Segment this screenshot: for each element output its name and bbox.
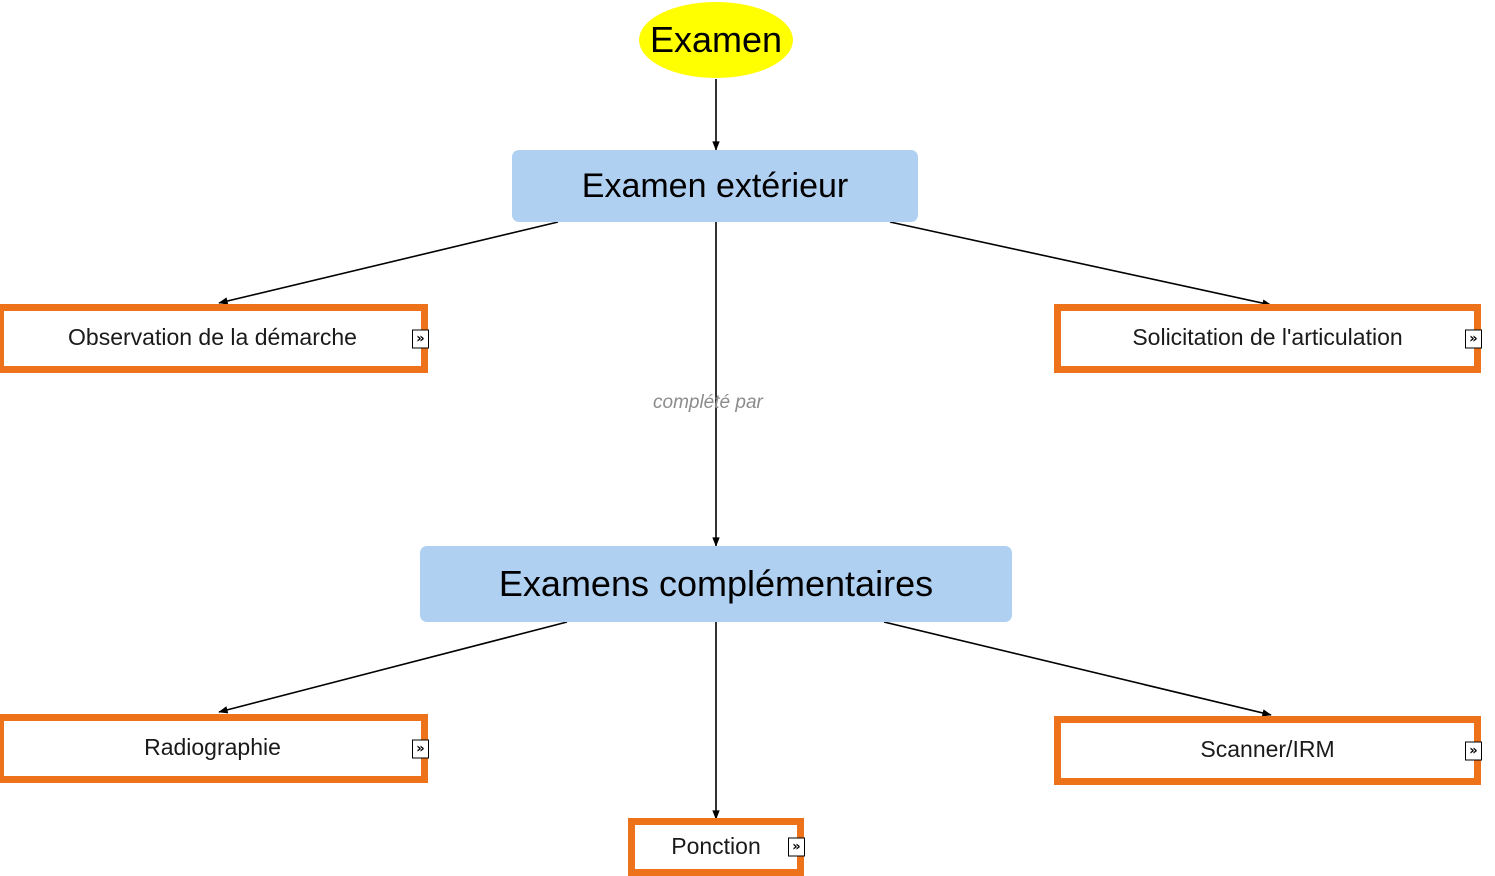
expand-badge-icon[interactable]: » <box>1465 329 1482 348</box>
node-scanner-irm-label: Scanner/IRM <box>1200 736 1335 762</box>
node-radiographie[interactable]: Radiographie » <box>0 714 429 783</box>
expand-badge-icon[interactable]: » <box>1465 741 1482 760</box>
node-solicitation-articulation-label: Solicitation de l'articulation <box>1132 324 1403 350</box>
node-examen-exterieur[interactable]: Examen extérieur <box>512 150 918 222</box>
edge-complementaires-to-scanner <box>883 621 1272 717</box>
node-examens-complementaires[interactable]: Examens complémentaires <box>420 546 1012 622</box>
node-solicitation-articulation[interactable]: Solicitation de l'articulation » <box>1054 304 1482 373</box>
node-scanner-irm[interactable]: Scanner/IRM » <box>1054 716 1482 785</box>
node-examen-exterieur-label: Examen extérieur <box>581 166 849 205</box>
node-ponction[interactable]: Ponction » <box>628 818 805 876</box>
expand-badge-icon[interactable]: » <box>412 329 429 348</box>
edge-label-complete-par: complété par <box>653 392 763 414</box>
edge-label-complete-par-text: complété par <box>653 392 763 413</box>
node-radiographie-label: Radiographie <box>144 734 281 760</box>
node-examen-label: Examen <box>649 19 783 60</box>
edge-complementaires-to-radiographie <box>218 621 568 714</box>
node-observation-demarche[interactable]: Observation de la démarche » <box>0 304 429 373</box>
edge-exterieur-to-observation <box>218 221 559 305</box>
node-observation-demarche-label: Observation de la démarche <box>68 324 357 350</box>
edge-exterieur-to-solicitation <box>889 221 1272 307</box>
expand-badge-icon[interactable]: » <box>788 837 805 857</box>
expand-badge-icon[interactable]: » <box>412 739 429 758</box>
node-ponction-label: Ponction <box>671 832 761 859</box>
node-examens-complementaires-label: Examens complémentaires <box>498 563 934 604</box>
node-examen[interactable]: Examen <box>639 2 793 78</box>
